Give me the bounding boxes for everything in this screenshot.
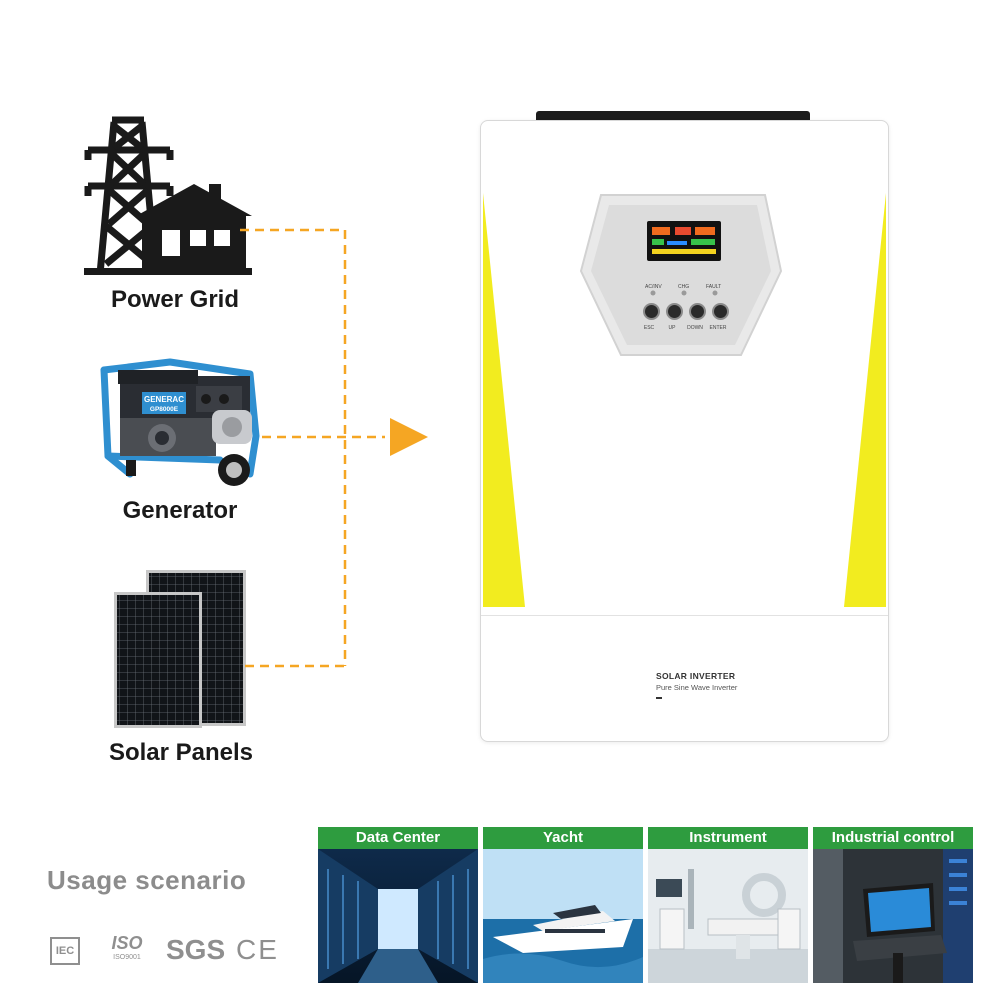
inverter-body-graphic (483, 193, 886, 607)
iec-logo: IEC (50, 937, 80, 965)
scene-data-center: Data Center (318, 827, 478, 983)
indicator-chg: CHG (678, 284, 690, 290)
scene-instrument: Instrument (648, 827, 808, 983)
solar-panels-image (114, 570, 246, 728)
esc-button-label: ESC (643, 325, 655, 331)
up-button[interactable] (666, 303, 683, 320)
generator-image: GENERAC GP8000E (100, 358, 260, 486)
scene-label: Instrument (648, 827, 808, 849)
up-button-label: UP (668, 325, 676, 331)
iso-logo-text: ISO (111, 933, 143, 953)
nameplate-title: SOLAR INVERTER (656, 671, 736, 681)
power-grid-icon (84, 116, 252, 275)
generator-label: Generator (122, 497, 238, 524)
enter-button-label: ENTER (709, 325, 727, 331)
arrow-right-icon (390, 418, 428, 456)
iec-logo-text: IEC (55, 945, 75, 957)
inverter-handle (536, 111, 810, 122)
generator-brand: GENERAC (144, 395, 184, 404)
scene-yacht: Yacht (483, 827, 643, 983)
scene-industrial-control: Industrial control (813, 827, 973, 983)
scene-label: Yacht (483, 827, 643, 849)
indicator-fault: FAULT (706, 284, 722, 290)
esc-button[interactable] (643, 303, 660, 320)
solar-inverter: AC/INV CHG FAULT ESC UP DOWN ENTER SOLAR… (480, 120, 889, 742)
yacht-image (483, 849, 643, 983)
iso9001-text: ISO9001 (113, 954, 141, 961)
generator-model: GP8000E (150, 406, 179, 413)
inverter-panel-divider (481, 615, 888, 616)
ce-logo: CE (236, 934, 279, 965)
enter-button[interactable] (712, 303, 729, 320)
industrial-control-image (813, 849, 973, 983)
usage-scenario-title: Usage scenario (47, 865, 247, 895)
solar-panels-label: Solar Panels (108, 739, 254, 766)
inverter-nameplate: SOLAR INVERTER Pure Sine Wave Inverter (656, 671, 737, 699)
down-button[interactable] (689, 303, 706, 320)
down-button-label: DOWN (687, 325, 703, 331)
sgs-logo: SGS (166, 934, 226, 965)
nameplate-subtitle: Pure Sine Wave Inverter (656, 683, 738, 692)
power-grid-label: Power Grid (110, 286, 240, 313)
instrument-image (648, 849, 808, 983)
indicator-ac-inv: AC/INV (645, 284, 662, 290)
scene-label: Industrial control (813, 827, 973, 849)
data-center-image (318, 849, 478, 983)
nameplate-mark (656, 697, 662, 699)
iso-logo: ISO ISO9001 (104, 933, 150, 963)
scene-label: Data Center (318, 827, 478, 849)
